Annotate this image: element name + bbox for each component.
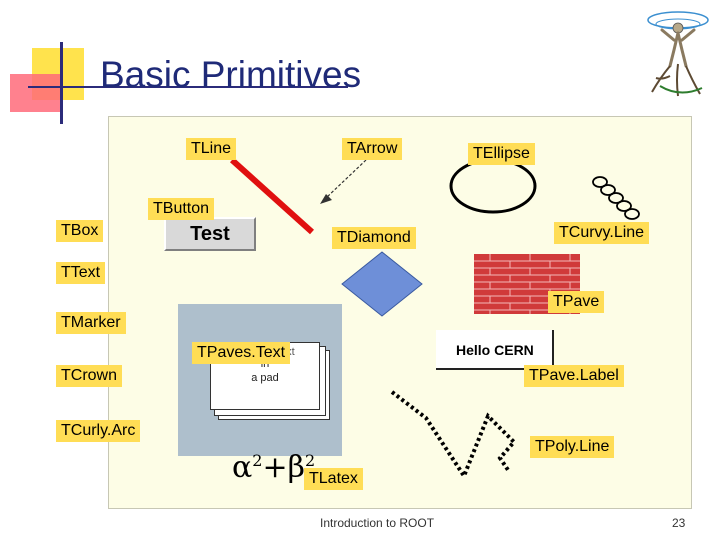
label-tpavestext: TPaves.Text (192, 342, 291, 364)
tellipse-shape (449, 158, 537, 214)
label-tarrow: TArrow (342, 138, 403, 160)
tcurvyline-shape (592, 176, 640, 220)
label-tbox: TBox (56, 220, 104, 242)
slide-title: Basic Primitives (100, 54, 362, 95)
label-tlatex: TLatex (304, 468, 363, 490)
tpolyline-shape (390, 390, 517, 481)
slide-footer: Introduction to ROOT (320, 516, 435, 530)
label-tcurlyarc: TCurly.Arc (56, 420, 141, 442)
label-tdiamond: TDiamond (332, 227, 416, 249)
decor-vertical-line (60, 42, 63, 124)
label-tpave: TPave (548, 291, 605, 313)
label-tmarker: TMarker (56, 312, 126, 334)
tpave-brick-pattern (474, 254, 580, 314)
latex-formula: α2+β2 (232, 450, 316, 485)
label-tpolyline: TPoly.Line (530, 436, 615, 458)
tarrow-shape (325, 159, 367, 199)
label-tpavelabel: TPave.Label (524, 365, 624, 387)
pavestext-line-2: a pad (251, 372, 279, 384)
root-logo-icon (647, 11, 709, 97)
test-button[interactable]: Test (164, 217, 256, 251)
tpavelabel-box (436, 330, 554, 370)
tpavelabel-text: Hello CERN (456, 342, 534, 358)
tdiamond-shape (341, 251, 423, 317)
decor-horizontal-line (28, 86, 348, 88)
label-tcurvyline: TCurvy.Line (554, 222, 650, 244)
label-ttext: TText (56, 262, 106, 284)
decor-red-square (10, 74, 62, 112)
label-tellipse: TEllipse (468, 143, 535, 165)
label-tbutton: TButton (148, 198, 215, 220)
tline-shape (229, 157, 315, 235)
pavestext-line-1: in (260, 358, 270, 370)
page-number: 23 (672, 516, 686, 530)
tarrow-head (320, 194, 332, 204)
label-tline: TLine (186, 138, 237, 160)
label-tcrown: TCrown (56, 365, 123, 387)
